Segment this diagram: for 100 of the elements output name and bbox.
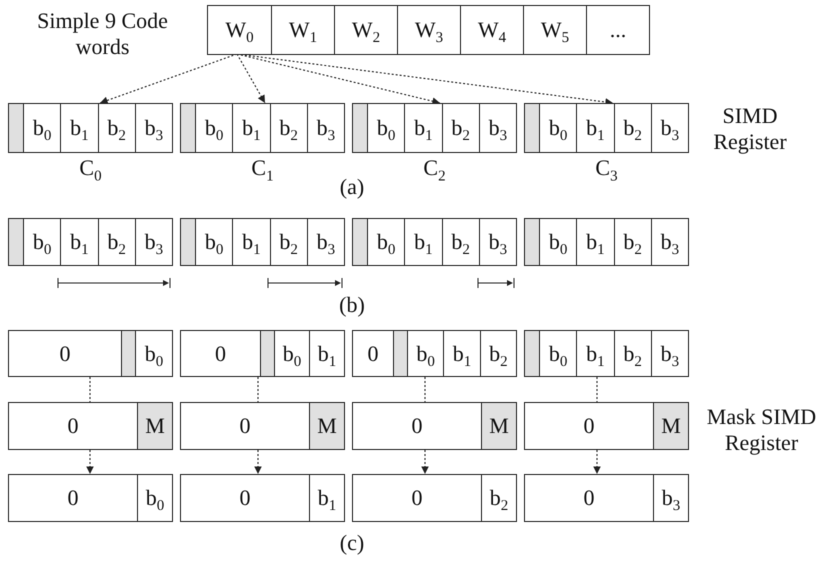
register-cell: ... <box>586 6 649 54</box>
register-cell: b$_{2}$ <box>98 104 135 152</box>
register <box>8 402 173 450</box>
register-cell: b$_{3}$ <box>478 219 516 265</box>
connector-line <box>257 377 259 402</box>
register-cell: 0 <box>525 475 653 521</box>
connector-line <box>596 377 598 402</box>
register-cell: W$_{4}$ <box>460 6 523 54</box>
shaded-cell <box>260 331 274 376</box>
mask-cell: M <box>653 403 688 449</box>
register <box>524 402 689 450</box>
register-cell: b$_{2}$ <box>270 104 307 152</box>
shaded-cell <box>181 104 195 152</box>
register-cell: b$_{1}$ <box>60 219 98 265</box>
register <box>352 103 517 153</box>
panel-label: (b) <box>338 292 366 318</box>
register-cell: b$_{1}$ <box>576 219 614 265</box>
register-cell: b$_{2}$ <box>442 219 479 265</box>
register-cell: b$_{2}$ <box>270 219 307 265</box>
register-cell: W$_{1}$ <box>271 6 334 54</box>
register-cell: b$_{3}$ <box>134 219 172 265</box>
register-cell: b$_{0}$ <box>23 104 60 152</box>
register-cell: b$_{1}$ <box>309 475 344 521</box>
mask-cell: M <box>309 403 344 449</box>
mask-cell: M <box>481 403 516 449</box>
connector-line <box>424 377 426 402</box>
register-cell: b$_{0}$ <box>539 104 576 152</box>
register-cell: b$_{1}$ <box>404 104 442 152</box>
register-label: C$_{2}$ <box>422 155 447 186</box>
register <box>352 402 517 450</box>
register-cell: b$_{0}$ <box>23 219 60 265</box>
panel-label: (c) <box>338 530 366 556</box>
register-cell: 0 <box>9 403 137 449</box>
register-label: C$_{1}$ <box>250 155 275 186</box>
shaded-cell <box>353 104 367 152</box>
register <box>352 474 517 522</box>
register-cell: b$_{1}$ <box>232 219 270 265</box>
register <box>180 103 345 153</box>
register <box>180 218 345 266</box>
register <box>8 103 173 153</box>
register-cell: b$_{2}$ <box>614 219 651 265</box>
register-cell: b$_{2}$ <box>614 331 651 376</box>
register <box>8 474 173 522</box>
register <box>524 218 689 266</box>
register-cell: W$_{0}$ <box>208 6 271 54</box>
shaded-cell <box>353 219 367 265</box>
register <box>524 103 689 153</box>
register-cell: 0 <box>9 331 121 376</box>
register-label: C$_{3}$ <box>594 155 619 186</box>
register-cell: b$_{0}$ <box>539 219 576 265</box>
register-cell: 0 <box>181 331 260 376</box>
register-cell: 0 <box>9 475 137 521</box>
shaded-cell <box>393 331 407 376</box>
register-cell: b$_{3}$ <box>650 104 688 152</box>
register-cell: b$_{0}$ <box>539 331 576 376</box>
register-cell: 0 <box>353 331 393 376</box>
arrow <box>593 450 601 474</box>
register-cell: b$_{3}$ <box>306 104 344 152</box>
register-cell: b$_{3}$ <box>306 219 344 265</box>
register-cell: b$_{0}$ <box>367 104 404 152</box>
register-cell: W$_{3}$ <box>397 6 460 54</box>
shaded-cell <box>525 219 539 265</box>
register-cell: b$_{0}$ <box>135 331 172 376</box>
register-cell: b$_{0}$ <box>274 331 309 376</box>
register-cell: W$_{2}$ <box>334 6 397 54</box>
register-cell: b$_{1}$ <box>232 104 270 152</box>
register-cell: b$_{0}$ <box>195 219 232 265</box>
register-cell: b$_{1}$ <box>443 331 480 376</box>
shaded-cell <box>181 219 195 265</box>
register-cell: b$_{3}$ <box>653 475 688 521</box>
register-cell: b$_{2}$ <box>480 331 516 376</box>
register <box>180 402 345 450</box>
register <box>352 330 517 377</box>
mask-cell: M <box>137 403 172 449</box>
register-cell: b$_{2}$ <box>442 104 479 152</box>
register-cell: 0 <box>525 403 653 449</box>
shaded-cell <box>9 104 23 152</box>
register <box>524 330 689 377</box>
register <box>352 218 517 266</box>
register-name: SIMD Register <box>712 103 788 156</box>
register-cell: b$_{0}$ <box>137 475 172 521</box>
register-label: C$_{0}$ <box>78 155 103 186</box>
register-cell: 0 <box>353 403 481 449</box>
shaded-cell <box>9 219 23 265</box>
register <box>207 5 650 55</box>
register <box>180 474 345 522</box>
code-words-label: Simple 9 Code words <box>36 8 169 61</box>
register-cell: b$_{1}$ <box>404 219 442 265</box>
register-cell: b$_{3}$ <box>650 331 688 376</box>
register-cell: 0 <box>181 475 309 521</box>
arrow <box>421 450 429 474</box>
register-cell: b$_{1}$ <box>576 331 614 376</box>
arrow <box>254 450 262 474</box>
register-cell: b$_{2}$ <box>98 219 135 265</box>
register-cell: b$_{3}$ <box>650 219 688 265</box>
register-cell: W$_{5}$ <box>523 6 586 54</box>
register-cell: b$_{0}$ <box>195 104 232 152</box>
shaded-cell <box>525 331 539 376</box>
register-cell: b$_{1}$ <box>60 104 98 152</box>
register-cell: 0 <box>181 403 309 449</box>
